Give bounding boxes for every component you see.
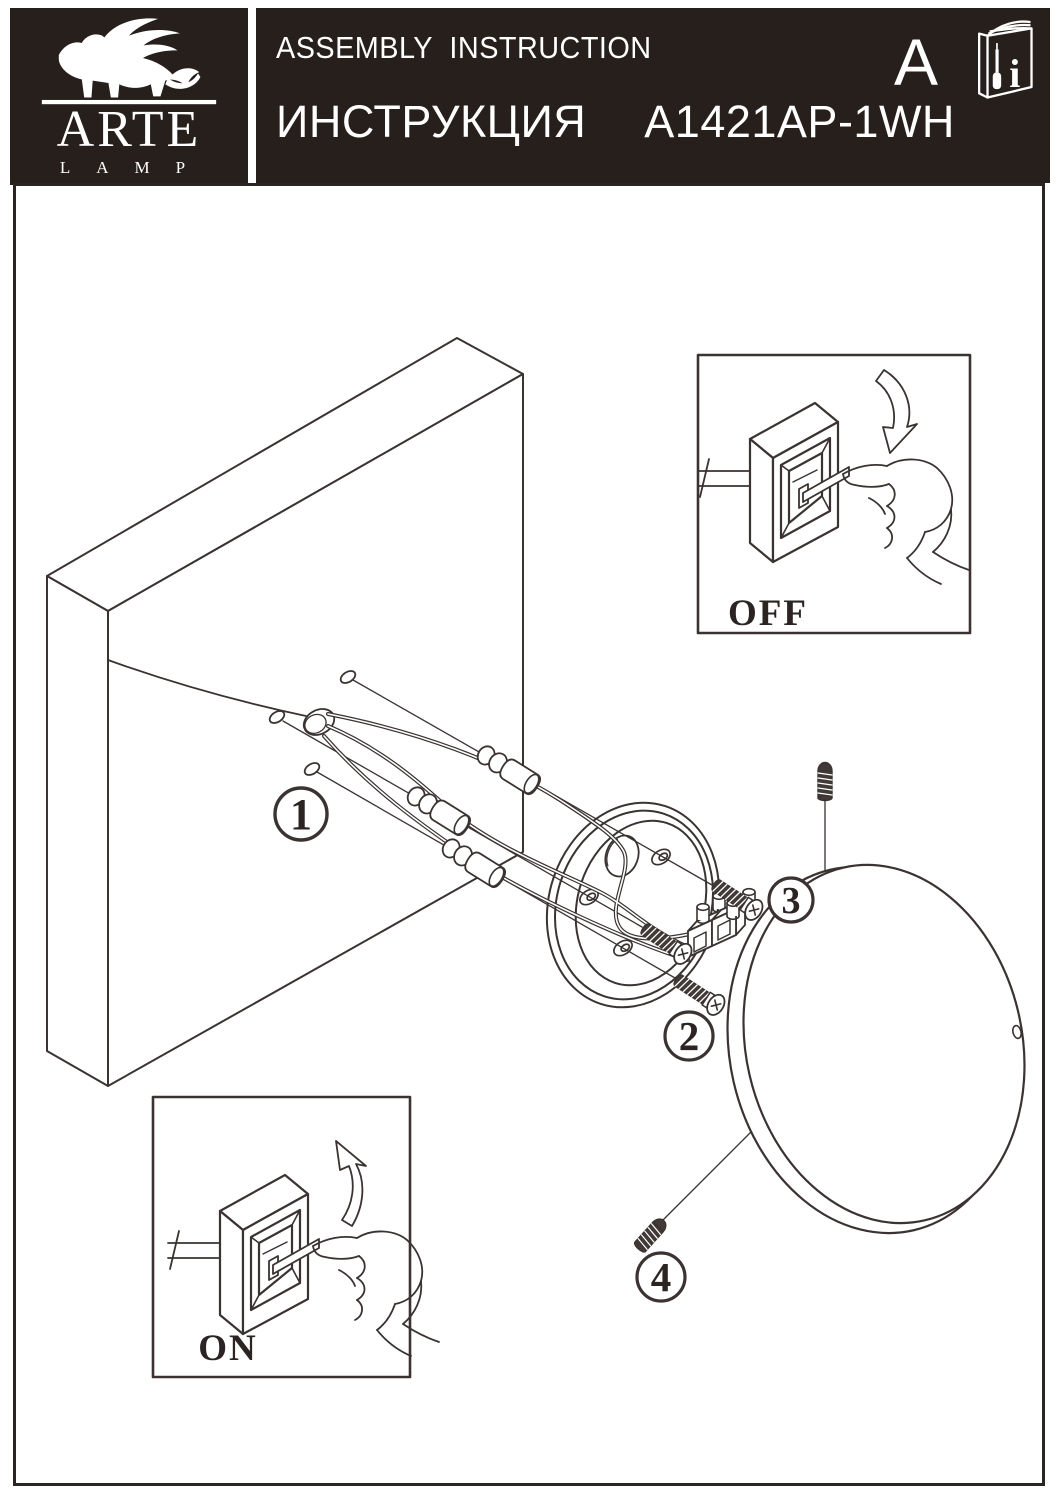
title-english: ASSEMBLY INSTRUCTION [276, 30, 652, 65]
brand-name: ARTE [56, 101, 202, 158]
logo-box: ARTE LAMP [10, 8, 248, 185]
callout-4 [635, 1251, 687, 1303]
title-russian: ИНСТРУКЦИЯ [276, 96, 587, 147]
inset-off [696, 353, 972, 635]
header-band: ASSEMBLY INSTRUCTION ИНСТРУКЦИЯ A1421AP-1… [256, 8, 1050, 183]
arrow-down-icon [875, 369, 918, 454]
switch-off-illustration [696, 369, 970, 585]
callout-3 [767, 876, 815, 924]
section-letter: A [894, 25, 939, 99]
brand-word: LAMP [59, 158, 212, 177]
model-number: A1421AP-1WH [644, 96, 955, 147]
winged-lion-icon [41, 18, 217, 105]
switch-on-illustration [166, 1140, 440, 1357]
inset-on [151, 1095, 440, 1379]
stud-bottom-leader [660, 1127, 756, 1223]
stud-top [817, 761, 833, 802]
callout-4-label: 4 [651, 1254, 672, 1300]
manual-book-icon: i [977, 20, 1033, 99]
stud-bottom [632, 1215, 670, 1255]
callout-1 [273, 786, 329, 842]
manual-letter-i: i [1009, 52, 1020, 96]
callout-3-label: 3 [782, 880, 801, 922]
arrow-up-icon [335, 1140, 367, 1227]
callout-2 [663, 1010, 715, 1062]
callout-1-label: 1 [290, 790, 312, 839]
lamp-body [726, 863, 1026, 1235]
screwdriver-icon [992, 43, 1002, 90]
callout-2-label: 2 [679, 1013, 700, 1059]
on-label: ON [198, 1328, 258, 1369]
wall-wire [107, 659, 307, 717]
off-label: OFF [728, 593, 808, 634]
